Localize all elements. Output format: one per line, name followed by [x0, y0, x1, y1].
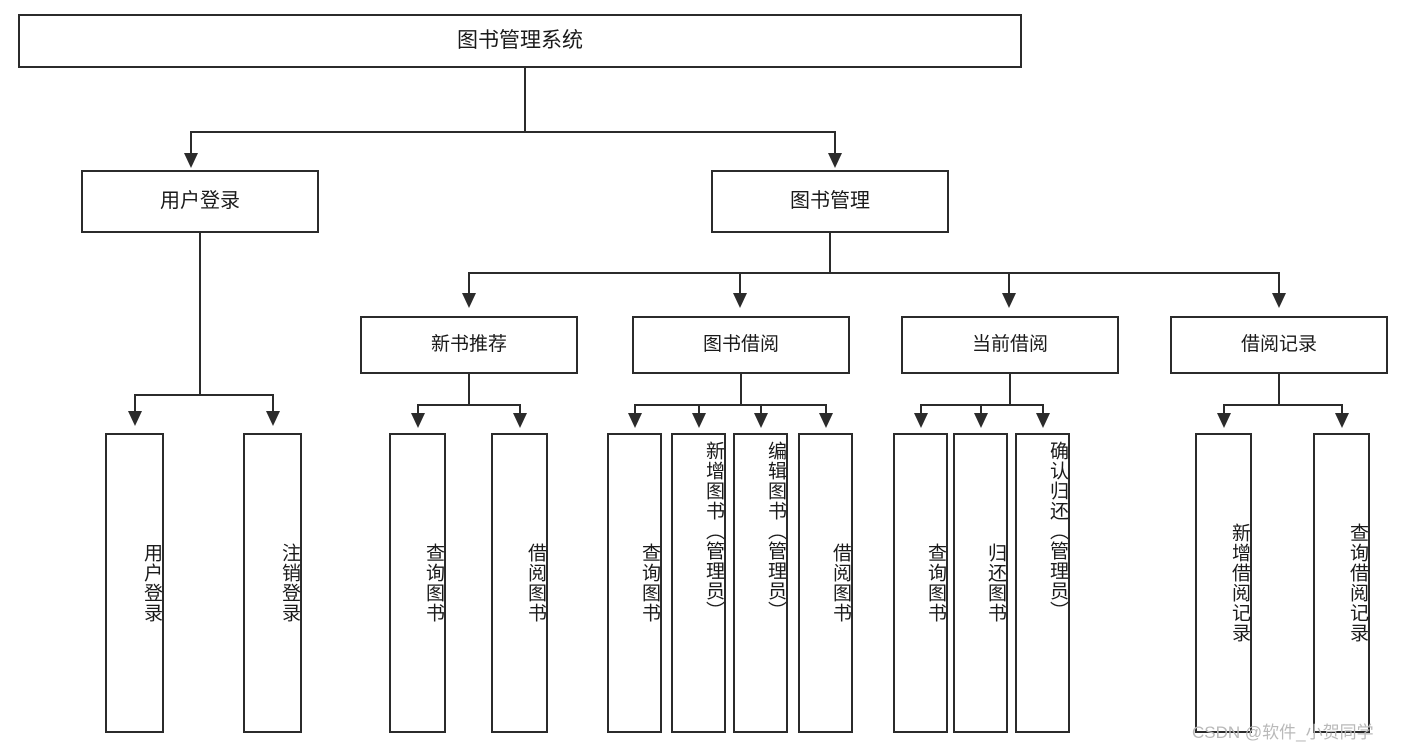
edge-new-book-recommend-child-1 — [417, 404, 419, 416]
node-label: 新增借阅记录 — [1229, 523, 1250, 643]
arrowhead-book-borrow-child-4 — [819, 413, 833, 428]
arrowhead-new-book-recommend-child-1 — [411, 413, 425, 428]
arrowhead-to-user-login — [184, 153, 198, 168]
node-label: 查询图书 — [423, 543, 444, 623]
leaf-current-borrow-query-book[interactable]: 查询图书 — [893, 433, 948, 733]
node-label: 确认归还（管理员） — [1047, 441, 1068, 621]
leaf-borrow-record-add-record[interactable]: 新增借阅记录 — [1195, 433, 1252, 733]
node-label: 用户登录 — [141, 543, 162, 623]
edge-book-borrow-child-3 — [760, 404, 762, 416]
edge-new-book-recommend-bus — [417, 404, 520, 406]
arrowhead-book-management-child-3 — [1002, 293, 1016, 308]
node-label: 查询图书 — [639, 543, 660, 623]
edge-book-management-child-1 — [468, 272, 470, 296]
node-user-login[interactable]: 用户登录 — [81, 170, 319, 233]
arrowhead-book-management-child-4 — [1272, 293, 1286, 308]
node-label: 图书借阅 — [702, 333, 779, 355]
leaf-new-book-query-book[interactable]: 查询图书 — [389, 433, 446, 733]
arrowhead-current-borrow-child-1 — [914, 413, 928, 428]
edge-user-login-child-2 — [272, 394, 274, 414]
arrowhead-book-management-child-2 — [733, 293, 747, 308]
node-label: 借阅图书 — [525, 543, 546, 623]
edge-user-login-bus — [134, 394, 274, 396]
edge-new-book-recommend-child-2 — [519, 404, 521, 416]
edge-borrow-record-child-2 — [1341, 404, 1343, 416]
arrowhead-book-borrow-child-2 — [692, 413, 706, 428]
node-book-borrow[interactable]: 图书借阅 — [632, 316, 850, 374]
arrowhead-borrow-record-child-2 — [1335, 413, 1349, 428]
node-borrow-record[interactable]: 借阅记录 — [1170, 316, 1388, 374]
node-label: 查询借阅记录 — [1347, 523, 1368, 643]
edge-current-borrow-child-1 — [920, 404, 922, 416]
edge-book-management-child-4 — [1278, 272, 1280, 296]
arrowhead-new-book-recommend-child-2 — [513, 413, 527, 428]
edge-book-borrow-child-2 — [698, 404, 700, 416]
edge-current-borrow-child-2 — [980, 404, 982, 416]
arrowhead-user-login-child-2 — [266, 411, 280, 426]
leaf-user-login-login[interactable]: 用户登录 — [105, 433, 164, 733]
arrowhead-borrow-record-child-1 — [1217, 413, 1231, 428]
edge-current-borrow-stem — [1009, 374, 1011, 405]
node-label: 新书推荐 — [430, 333, 507, 355]
node-label: 查询图书 — [925, 543, 946, 623]
edge-root-bus — [190, 131, 836, 133]
node-label: 当前借阅 — [971, 333, 1048, 355]
arrowhead-book-borrow-child-1 — [628, 413, 642, 428]
leaf-user-login-logout[interactable]: 注销登录 — [243, 433, 302, 733]
leaf-book-borrow-borrow-book[interactable]: 借阅图书 — [798, 433, 853, 733]
edge-book-borrow-child-1 — [634, 404, 636, 416]
edge-book-management-child-2 — [739, 272, 741, 296]
node-label: 归还图书 — [985, 543, 1006, 623]
node-label: 用户登录 — [160, 189, 240, 212]
edge-user-login-child-1 — [134, 394, 136, 414]
leaf-book-borrow-query-book[interactable]: 查询图书 — [607, 433, 662, 733]
node-label: 新增图书（管理员） — [703, 441, 724, 621]
node-root-system[interactable]: 图书管理系统 — [18, 14, 1022, 68]
node-book-management[interactable]: 图书管理 — [711, 170, 949, 233]
arrowhead-user-login-child-1 — [128, 411, 142, 426]
leaf-new-book-borrow-book[interactable]: 借阅图书 — [491, 433, 548, 733]
edge-root-stem — [524, 68, 526, 132]
edge-book-borrow-stem — [740, 374, 742, 405]
node-new-book-recommend[interactable]: 新书推荐 — [360, 316, 578, 374]
edge-borrow-record-child-1 — [1223, 404, 1225, 416]
arrowhead-current-borrow-child-2 — [974, 413, 988, 428]
node-label: 借阅图书 — [830, 543, 851, 623]
leaf-current-borrow-return-book[interactable]: 归还图书 — [953, 433, 1008, 733]
csdn-watermark: CSDN @软件_小贺同学 — [1192, 723, 1374, 742]
edge-book-management-stem — [829, 233, 831, 273]
edge-new-book-recommend-stem — [468, 374, 470, 405]
edge-borrow-record-bus — [1223, 404, 1342, 406]
arrowhead-book-borrow-child-3 — [754, 413, 768, 428]
node-label: 图书管理 — [790, 189, 870, 212]
arrowhead-current-borrow-child-3 — [1036, 413, 1050, 428]
edge-root-to-user-login — [190, 131, 192, 156]
node-label: 注销登录 — [279, 543, 300, 623]
leaf-book-borrow-add-book-admin[interactable]: 新增图书（管理员） — [671, 433, 726, 733]
edge-current-borrow-child-3 — [1042, 404, 1044, 416]
leaf-current-borrow-confirm-return-admin[interactable]: 确认归还（管理员） — [1015, 433, 1070, 733]
node-label: 编辑图书（管理员） — [765, 441, 786, 621]
leaf-borrow-record-query-record[interactable]: 查询借阅记录 — [1313, 433, 1370, 733]
edge-user-login-stem — [199, 233, 201, 395]
node-label: 借阅记录 — [1240, 333, 1317, 355]
edge-book-borrow-child-4 — [825, 404, 827, 416]
arrowhead-book-management-child-1 — [462, 293, 476, 308]
edge-book-management-child-3 — [1008, 272, 1010, 296]
node-current-borrow[interactable]: 当前借阅 — [901, 316, 1119, 374]
edge-root-to-book-manage — [834, 131, 836, 156]
leaf-book-borrow-edit-book-admin[interactable]: 编辑图书（管理员） — [733, 433, 788, 733]
edge-book-management-bus — [468, 272, 1280, 274]
edge-borrow-record-stem — [1278, 374, 1280, 405]
node-label: 图书管理系统 — [457, 28, 583, 52]
edge-book-borrow-bus — [634, 404, 826, 406]
arrowhead-to-book-manage — [828, 153, 842, 168]
